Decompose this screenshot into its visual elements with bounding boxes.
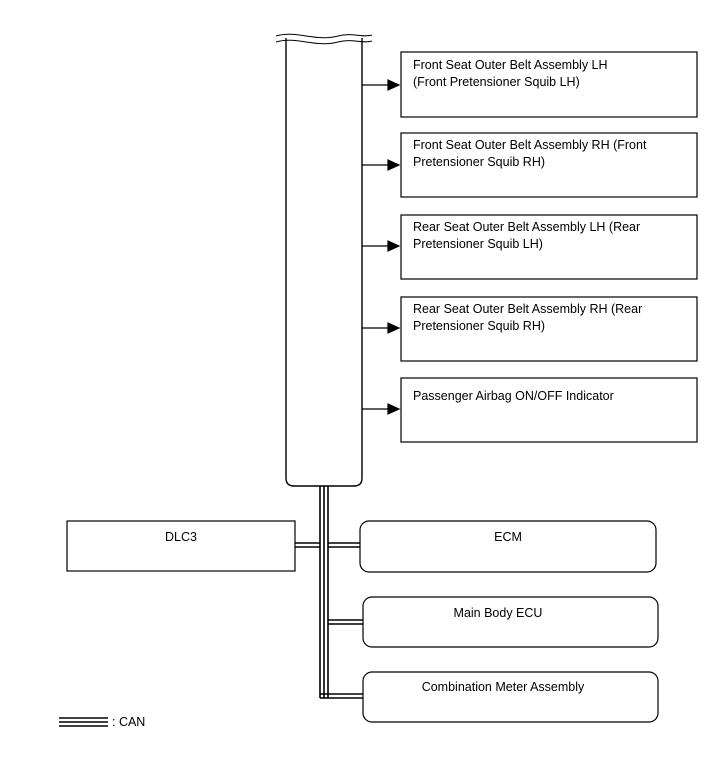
ecm-box bbox=[359, 520, 657, 573]
output-box-passenger-indicator bbox=[400, 377, 698, 443]
dlc3-box bbox=[66, 520, 296, 572]
output-box-rear-rh bbox=[400, 296, 698, 362]
ecm-label: ECM bbox=[494, 530, 522, 544]
output-label-line: Rear Seat Outer Belt Assembly LH (Rear bbox=[413, 220, 641, 234]
can-legend-symbol bbox=[59, 717, 108, 727]
dlc3-label: DLC3 bbox=[165, 530, 197, 544]
output-label-line: Front Seat Outer Belt Assembly LH bbox=[413, 58, 608, 72]
main-body-ecu-box bbox=[362, 596, 659, 648]
break-mark bbox=[275, 33, 373, 39]
output-label-passenger-indicator: Passenger Airbag ON/OFF Indicator bbox=[413, 388, 614, 405]
break-mark bbox=[275, 39, 373, 45]
can-bus bbox=[295, 486, 363, 699]
main-body-ecu-label: Main Body ECU bbox=[453, 606, 543, 620]
output-box-front-rh bbox=[400, 132, 698, 198]
output-label-front-rh: Front Seat Outer Belt Assembly RH (Front… bbox=[413, 137, 646, 171]
output-box-rear-lh bbox=[400, 214, 698, 280]
output-label-line: Passenger Airbag ON/OFF Indicator bbox=[413, 389, 614, 403]
output-label-front-lh: Front Seat Outer Belt Assembly LH (Front… bbox=[413, 57, 608, 91]
output-label-line: Pretensioner Squib RH) bbox=[413, 155, 546, 169]
output-label-line: (Front Pretensioner Squib LH) bbox=[413, 75, 580, 89]
output-label-line: Pretensioner Squib RH) bbox=[413, 319, 546, 333]
output-label-line: Pretensioner Squib LH) bbox=[413, 237, 543, 251]
airbag-ecu-body bbox=[285, 38, 363, 487]
combination-meter-label: Combination Meter Assembly bbox=[421, 680, 585, 694]
output-label-line: Rear Seat Outer Belt Assembly RH (Rear bbox=[413, 302, 643, 316]
can-legend-label: : CAN bbox=[112, 715, 146, 729]
output-label-rear-rh: Rear Seat Outer Belt Assembly RH (Rear P… bbox=[413, 301, 642, 335]
output-arrows bbox=[362, 79, 401, 415]
output-box-front-lh bbox=[400, 51, 698, 118]
output-label-line: Front Seat Outer Belt Assembly RH (Front bbox=[413, 138, 647, 152]
output-label-rear-lh: Rear Seat Outer Belt Assembly LH (Rear P… bbox=[413, 219, 640, 253]
combination-meter-box bbox=[362, 671, 659, 723]
